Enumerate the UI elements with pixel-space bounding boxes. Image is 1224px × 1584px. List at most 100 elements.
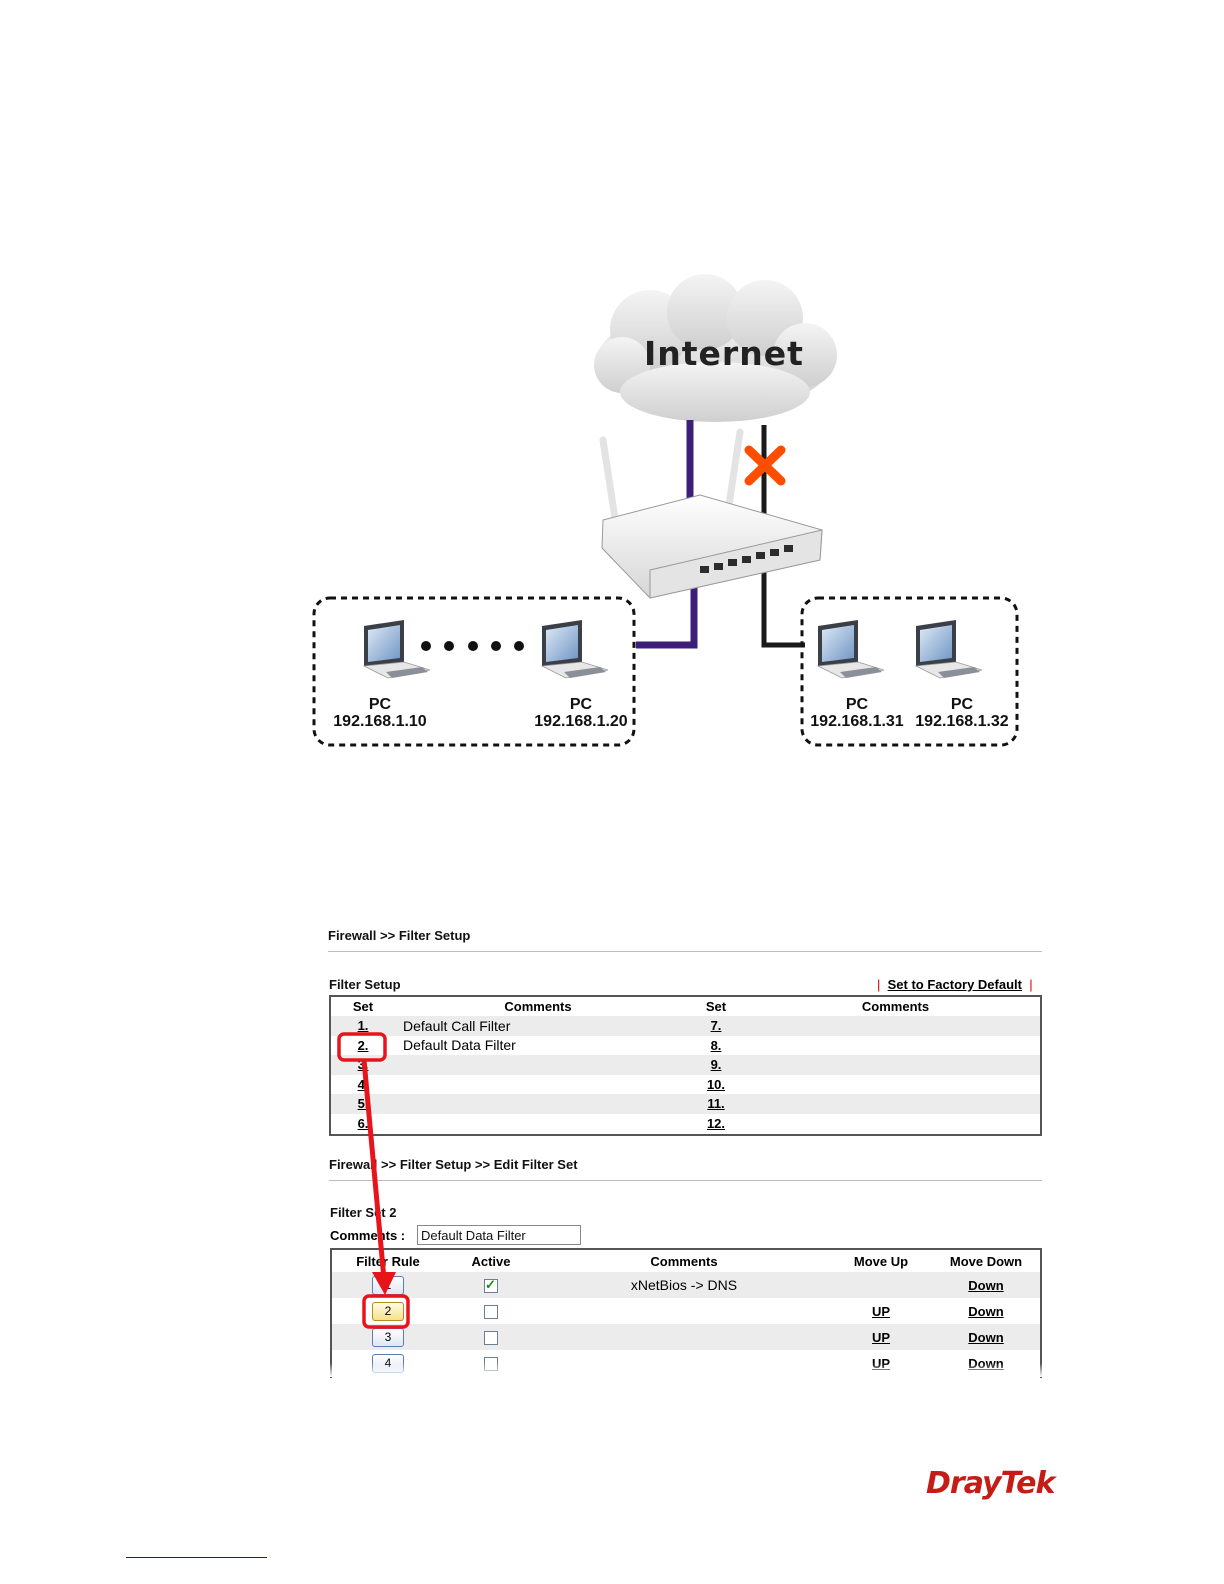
move-down-link[interactable]: Down (968, 1329, 1004, 1345)
set-comment (751, 1036, 1040, 1056)
table-row: 6. 12. (331, 1114, 1040, 1134)
table-row: 1 xNetBios -> DNS Down (332, 1272, 1040, 1298)
table-row: 3. 9. (331, 1055, 1040, 1075)
move-down-link[interactable]: Down (968, 1303, 1004, 1319)
filter-setup-breadcrumb: Firewall >> Filter Setup (328, 928, 471, 943)
separator: | (877, 977, 881, 992)
pc-name: PC (845, 696, 869, 713)
pc-ip: 192.168.1.31 (810, 713, 904, 730)
factory-default-area: | Set to Factory Default | (877, 977, 1033, 992)
divider (328, 951, 1042, 952)
move-down-link[interactable]: Down (968, 1277, 1004, 1293)
col-set: Set (352, 999, 374, 1014)
filter-set-link-7[interactable]: 7. (710, 1018, 722, 1034)
network-diagram-graphic (312, 274, 1019, 747)
active-checkbox[interactable] (484, 1277, 498, 1293)
filter-rules-table: Filter Rule Active Comments Move Up Move… (330, 1248, 1042, 1378)
table-header-row: Set Comments Set Comments (331, 997, 1040, 1016)
separator: | (1029, 977, 1033, 992)
filter-setup-title: Filter Setup (329, 977, 401, 992)
set-comment (751, 1094, 1040, 1114)
pc-label-3: PC 192.168.1.31 (802, 696, 912, 730)
fade-out (326, 1363, 1046, 1377)
filter-set-link-3[interactable]: 3. (357, 1057, 369, 1073)
pc-label-1: PC 192.168.1.10 (320, 696, 440, 730)
set-comment: Default Call Filter (395, 1016, 681, 1036)
edit-filter-set-breadcrumb: Firewall >> Filter Setup >> Edit Filter … (329, 1157, 578, 1172)
pc-icon (816, 620, 885, 679)
pc-name: PC (569, 696, 593, 713)
filter-set-link-4[interactable]: 4. (357, 1076, 369, 1092)
set-comment (395, 1094, 681, 1114)
set-comment: Default Data Filter (403, 1037, 516, 1054)
move-up-link[interactable]: UP (871, 1303, 891, 1319)
set-comment (751, 1075, 1040, 1095)
set-comment (395, 1055, 681, 1075)
blocked-x-icon (744, 445, 786, 486)
col-filter-rule: Filter Rule (356, 1253, 420, 1269)
filter-set-title: Filter Set 2 (330, 1205, 397, 1220)
pc-ip: 192.168.1.32 (915, 713, 1009, 730)
col-move-up: Move Up (853, 1253, 909, 1269)
active-checkbox[interactable] (484, 1330, 498, 1345)
internet-label: Internet (644, 334, 804, 373)
table-row: 3 UP Down (332, 1324, 1040, 1350)
col-comments: Comments (861, 999, 930, 1014)
filter-rule-button-3[interactable]: 3 (372, 1327, 404, 1347)
pc-label-2: PC 192.168.1.20 (526, 696, 636, 730)
table-row: 4. 10. (331, 1075, 1040, 1095)
left-pc-group (312, 596, 636, 747)
filter-set-link-8[interactable]: 8. (710, 1037, 722, 1053)
table-row: 2 UP Down (332, 1298, 1040, 1324)
pc-name: PC (950, 696, 974, 713)
ellipsis-dots (421, 641, 524, 651)
move-up-link[interactable]: UP (871, 1329, 891, 1345)
filter-set-link-5[interactable]: 5. (357, 1096, 369, 1112)
set-comment (395, 1114, 681, 1134)
footer-line (126, 1557, 267, 1558)
filter-set-link-10[interactable]: 10. (706, 1076, 726, 1092)
draytek-logo: DrayTek (926, 1466, 1055, 1501)
internet-cloud-icon (594, 274, 837, 422)
pc-name: PC (368, 696, 392, 713)
filter-rule-button-2[interactable]: 2 (372, 1301, 404, 1321)
col-active: Active (471, 1253, 511, 1269)
set-comment (395, 1075, 681, 1095)
filter-set-link-11[interactable]: 11. (707, 1096, 725, 1112)
col-move-down: Move Down (949, 1253, 1023, 1269)
pc-ip: 192.168.1.10 (333, 713, 427, 730)
filter-set-link-12[interactable]: 12. (706, 1115, 726, 1131)
comments-input[interactable] (417, 1225, 581, 1245)
filter-set-link-2[interactable]: 2. (357, 1037, 369, 1053)
active-checkbox[interactable] (484, 1304, 498, 1319)
pc-icon (914, 620, 983, 679)
pc-ip: 192.168.1.20 (534, 713, 628, 730)
set-factory-default-link[interactable]: Set to Factory Default (887, 977, 1022, 992)
filter-rule-button-1[interactable]: 1 (372, 1275, 404, 1295)
divider (329, 1180, 1042, 1181)
filter-set-link-6[interactable]: 6. (357, 1115, 369, 1131)
filter-set-link-9[interactable]: 9. (710, 1057, 722, 1073)
right-pc-group (800, 596, 1019, 747)
blocked-link-line (761, 425, 805, 648)
rule-comment (538, 1324, 830, 1350)
router-icon (599, 428, 823, 599)
col-set: Set (705, 999, 727, 1014)
table-header-row: Filter Rule Active Comments Move Up Move… (332, 1250, 1040, 1272)
set-comment (751, 1016, 1040, 1036)
set-comment (751, 1114, 1040, 1134)
rule-comment (538, 1298, 830, 1324)
rule-comment: xNetBios -> DNS (538, 1272, 830, 1298)
table-row: 5. 11. (331, 1094, 1040, 1114)
col-comments: Comments (504, 999, 572, 1014)
table-row: 1. Default Call Filter 7. (331, 1016, 1040, 1036)
col-comments: Comments (650, 1253, 718, 1269)
table-row: 2. Default Data Filter 8. (331, 1036, 1040, 1056)
pc-icon (540, 620, 609, 679)
pc-label-4: PC 192.168.1.32 (907, 696, 1017, 730)
filter-sets-table: Set Comments Set Comments 1. Default Cal… (329, 995, 1042, 1136)
filter-set-link-1[interactable]: 1. (357, 1018, 369, 1034)
pc-icon (362, 620, 431, 679)
set-comment (751, 1055, 1040, 1075)
comments-label: Comments : (330, 1228, 406, 1243)
